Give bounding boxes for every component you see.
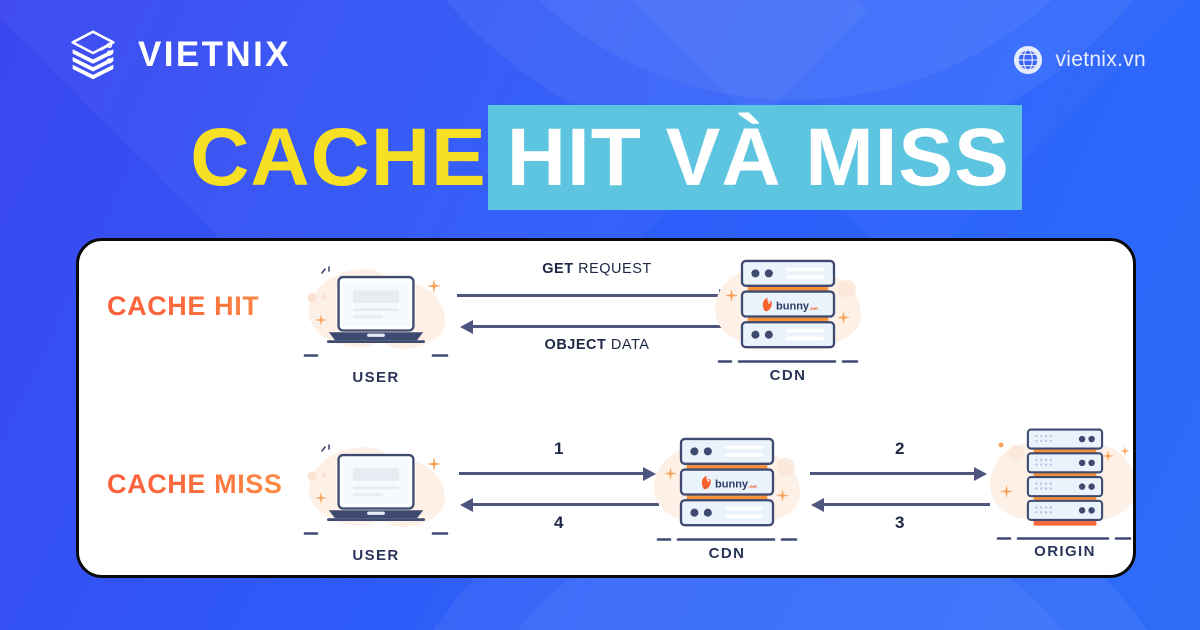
- dashed-line-icon: [713, 351, 863, 369]
- arrow-line-left: [473, 503, 659, 506]
- node-caption-user: USER: [352, 547, 400, 564]
- arrow-label-light: DATA: [610, 337, 650, 353]
- diagram-card: CACHE HIT: [76, 238, 1136, 578]
- sparkle-icon: [776, 489, 789, 507]
- arrow-line-left: [824, 503, 990, 506]
- sparkle-icon: [319, 443, 337, 466]
- laptop-illustration-hit: [301, 261, 451, 361]
- origin-illustration: [990, 427, 1133, 540]
- brand-wordmark: VIETNIX: [138, 35, 291, 74]
- node-cdn-hit: bunny .net CDN: [713, 255, 863, 384]
- arrow-line-right: [459, 472, 645, 475]
- title-part-hit-va-miss: HIT VÀ MISS: [506, 112, 1010, 203]
- svg-text:bunny: bunny: [776, 300, 810, 312]
- title-part-cache: CACHE: [190, 112, 487, 203]
- row-label-cache-miss: CACHE MISS: [107, 469, 322, 500]
- dashed-line-icon: [652, 529, 802, 547]
- arrow-line-left: [473, 325, 737, 328]
- arrow-line-right: [457, 294, 721, 297]
- diagram-row-cache-miss: CACHE MISS: [79, 421, 1133, 575]
- dashed-line-icon: [301, 345, 451, 363]
- sparkle-icon: [315, 313, 327, 331]
- header: VIETNIX vietnix.vn: [0, 0, 1200, 105]
- sparkle-icon: [664, 467, 677, 485]
- svg-text:bunny: bunny: [715, 478, 749, 490]
- arrow-head-left: [811, 497, 824, 512]
- arrow-line-right: [810, 472, 976, 475]
- laptop-icon: [327, 275, 425, 347]
- dashed-line-icon: [990, 528, 1133, 546]
- node-caption-cdn: CDN: [708, 545, 746, 562]
- sparkle-icon: [1120, 443, 1130, 461]
- diagram-row-cache-hit: CACHE HIT: [79, 247, 1133, 407]
- node-user-miss: USER: [301, 439, 451, 564]
- arrow-head-left: [460, 319, 473, 334]
- arrow-label-get-request: GET REQUEST: [457, 261, 737, 277]
- site-url-badge[interactable]: vietnix.vn: [1013, 45, 1146, 75]
- page-title: CACHE HIT VÀ MISS: [0, 105, 1200, 210]
- cdn-illustration-miss: bunny .net: [652, 433, 802, 541]
- arrow-head-right: [974, 466, 987, 481]
- arrow-group-hit: GET REQUEST OBJECT DATA: [457, 261, 737, 357]
- arrow-label-4: 4: [554, 513, 564, 532]
- site-url-text: vietnix.vn: [1055, 48, 1146, 71]
- sparkle-icon: [725, 289, 738, 307]
- sparkle-icon: [427, 457, 441, 476]
- globe-icon: [1013, 45, 1043, 75]
- arrow-head-right: [643, 466, 656, 481]
- row-label-cache-hit: CACHE HIT: [107, 291, 322, 322]
- svg-text:.net: .net: [809, 306, 818, 312]
- cdn-server-stack-icon: bunny .net: [677, 437, 777, 529]
- sparkle-icon: [1000, 485, 1013, 503]
- sparkle-icon: [315, 491, 327, 509]
- origin-server-stack-icon: [1026, 427, 1104, 531]
- arrow-label-2: 2: [895, 439, 905, 458]
- arrow-group-user-cdn: 1 4: [459, 439, 659, 535]
- dot-icon: [307, 469, 331, 488]
- sparkle-icon: [837, 311, 850, 329]
- title-highlight-box: [488, 105, 1022, 210]
- node-user-hit: USER: [301, 261, 451, 386]
- laptop-icon: [327, 453, 425, 525]
- arrow-label-object-data: OBJECT DATA: [457, 337, 737, 353]
- sparkle-icon: [319, 265, 337, 288]
- arrow-label-3: 3: [895, 513, 905, 532]
- dashed-line-icon: [301, 523, 451, 541]
- cdn-server-stack-icon: bunny .net: [738, 259, 838, 351]
- arrow-group-cdn-origin: 2 3: [810, 439, 990, 535]
- title-text-row: CACHE HIT VÀ MISS: [0, 105, 1200, 210]
- dot-icon: [996, 441, 1030, 476]
- node-caption-origin: ORIGIN: [1034, 543, 1096, 560]
- arrow-head-left: [460, 497, 473, 512]
- node-caption-cdn: CDN: [769, 367, 807, 384]
- sparkle-icon: [427, 279, 441, 298]
- arrow-label-light: REQUEST: [578, 261, 652, 277]
- cdn-illustration-hit: bunny .net: [713, 255, 863, 363]
- svg-text:.net: .net: [748, 484, 757, 490]
- arrow-label-bold: GET: [542, 261, 574, 277]
- node-caption-user: USER: [352, 369, 400, 386]
- vietnix-stack-logo-icon: [62, 24, 124, 86]
- arrow-label-bold: OBJECT: [544, 337, 607, 353]
- laptop-illustration-miss: [301, 439, 451, 539]
- node-origin-miss: ORIGIN: [990, 427, 1133, 560]
- node-cdn-miss: bunny .net CDN: [652, 433, 802, 562]
- arrow-label-1: 1: [554, 439, 564, 458]
- brand-logo[interactable]: VIETNIX: [62, 24, 291, 86]
- dot-icon: [307, 291, 331, 310]
- sparkle-icon: [1102, 449, 1114, 467]
